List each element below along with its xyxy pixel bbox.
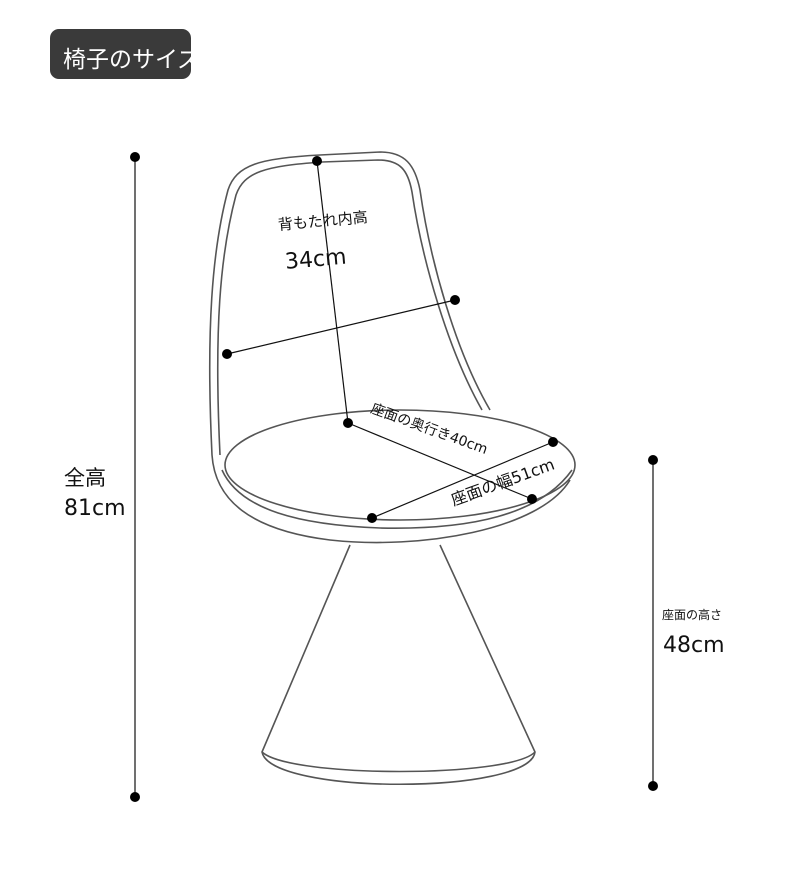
dimension-lines: [134, 157, 654, 797]
title-badge: 椅子のサイズ: [50, 29, 191, 79]
seat-height-value: 48cm: [663, 633, 725, 658]
title: 椅子のサイズ: [63, 47, 191, 73]
back-height-value: 34cm: [284, 244, 348, 275]
seat-height-label: 座面の高さ: [662, 608, 723, 622]
dimension-dots: [130, 152, 658, 802]
total-height-label: 全高: [64, 466, 106, 490]
total-height-value: 81cm: [64, 496, 126, 521]
